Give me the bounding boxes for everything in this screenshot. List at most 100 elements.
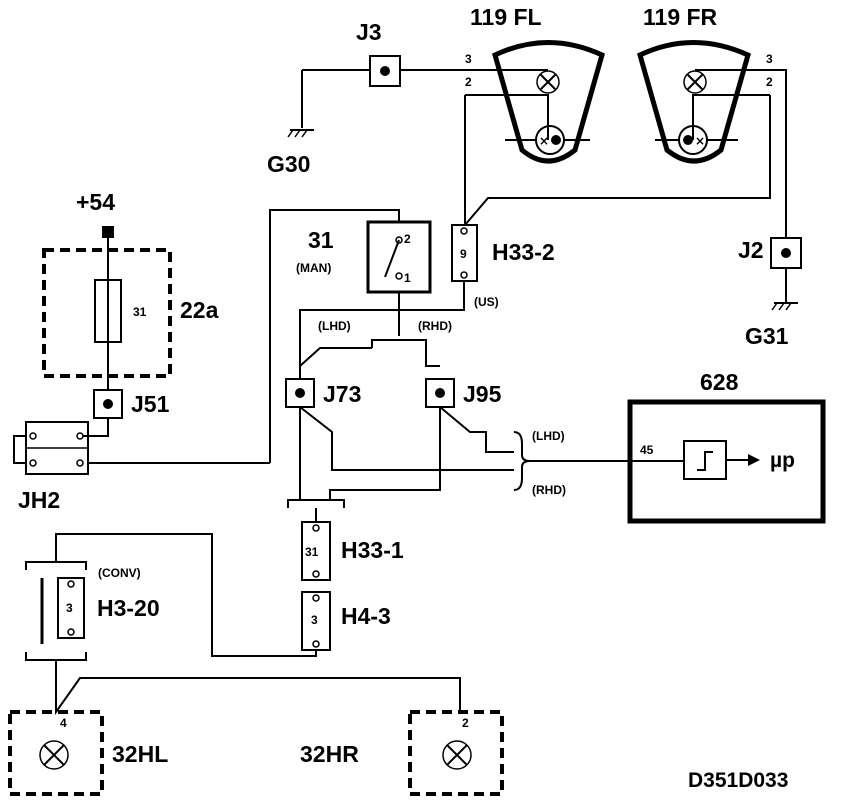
- fuse-box-label: 22a: [180, 297, 219, 323]
- h4-3-pin-top: [312, 594, 320, 602]
- conv-bracket-bottom: [25, 652, 87, 661]
- h33-2-pin-top: [460, 227, 468, 235]
- fl-pin-2: 2: [465, 75, 472, 89]
- lamp-fr-housing: [637, 40, 751, 164]
- j51-label: J51: [131, 391, 170, 417]
- lamp-fr-title: 119 FR: [643, 4, 718, 30]
- wire-j95-ecu: [439, 406, 514, 453]
- h33-2-pin-bottom: [460, 271, 468, 279]
- split-bracket: [371, 339, 427, 348]
- h4-3-pin-label: 3: [311, 613, 318, 627]
- schmitt-trigger-icon: [697, 451, 713, 471]
- us-label: (US): [474, 295, 499, 309]
- switch-31-label: 31: [308, 227, 334, 253]
- h3-20-label: H3-20: [97, 595, 160, 621]
- fuse-box-22a: [42, 248, 172, 378]
- jh2-pin-d: [76, 459, 84, 467]
- wire-fl-pin2: [465, 94, 549, 140]
- h33-1-pin-top: [312, 524, 320, 532]
- switch-man-label: (MAN): [296, 261, 331, 275]
- j2-label: J2: [738, 237, 764, 263]
- h33-2-pin-label: 9: [460, 247, 467, 261]
- conv-bracket-top: [25, 561, 87, 570]
- ecu-label: 628: [700, 369, 739, 395]
- lamp-fl-housing: [492, 40, 605, 164]
- h3-20-pin-label: 3: [66, 601, 73, 615]
- switch-pin1-label: 1: [404, 271, 411, 285]
- fr-pin-2: 2: [766, 75, 773, 89]
- j2-dot: [781, 248, 791, 258]
- switch-lever: [384, 239, 400, 278]
- diagram-id: D351D033: [688, 769, 788, 792]
- jh2-pin-b: [76, 432, 84, 440]
- fuse-31: [94, 279, 122, 343]
- j3-label: J3: [356, 19, 382, 45]
- lamp-hl-bulb-icon: [39, 740, 69, 770]
- jh2-label: JH2: [18, 487, 60, 513]
- lamp-fr-bulb-icon: [683, 70, 707, 94]
- h3-20-pin-bottom: [67, 628, 75, 636]
- h33-1-pin-bottom: [312, 570, 320, 578]
- hl-label: 32HL: [112, 741, 168, 767]
- arrow-icon: [748, 454, 760, 466]
- wire-j73-ecu: [299, 406, 514, 471]
- jh2-loop: [13, 435, 26, 464]
- fr-pin-3: 3: [766, 52, 773, 66]
- lamp-hr-bulb-icon: [442, 740, 472, 770]
- wire-switch-jh2: [269, 209, 400, 463]
- lamp-fl-dual-bulb-icon: ×: [535, 125, 565, 155]
- wire-h33-2-j73: [299, 281, 465, 380]
- j3-dot: [380, 66, 390, 76]
- wire-h4-3-h3-20: [55, 533, 317, 657]
- lamp-fl-bulb-icon: [536, 70, 560, 94]
- hr-pin-label: 2: [462, 716, 469, 730]
- plus54-terminal: [102, 226, 114, 238]
- plus54-label: +54: [76, 189, 115, 215]
- h3-20-pin-top: [67, 580, 75, 588]
- wire-split-rhd: [425, 348, 440, 367]
- svg-text:×: ×: [539, 134, 549, 148]
- switch-pin2-label: 2: [404, 232, 411, 246]
- jh2-pin-a: [29, 432, 37, 440]
- g30-label: G30: [267, 151, 310, 177]
- lamp-hr-box: [408, 710, 504, 796]
- conv-label: (CONV): [98, 566, 141, 580]
- j51-dot: [103, 399, 113, 409]
- bracket-h33-1: [287, 499, 345, 508]
- h33-1-connector: [301, 521, 331, 581]
- lamp-fl-title: 119 FL: [470, 4, 542, 30]
- svg-text:×: ×: [695, 134, 705, 148]
- wire-hl-hr: [55, 660, 461, 716]
- lhd-rhd-brace: [513, 431, 531, 491]
- wire-fr-h33-2: [464, 95, 771, 226]
- h4-3-label: H4-3: [341, 603, 391, 629]
- lhd-top-label: (LHD): [318, 319, 351, 333]
- wire-fr-pin2: [692, 94, 770, 140]
- h4-3-pin-bottom: [312, 640, 320, 648]
- fuse-31-label: 31: [133, 305, 147, 319]
- wire-j51-jh2: [80, 418, 109, 437]
- ecu-pin-label: 45: [640, 443, 654, 457]
- switch-31-box: [366, 220, 432, 294]
- g31-label: G31: [745, 323, 789, 349]
- rhd-right-label: (RHD): [532, 483, 566, 497]
- wire-j95-down: [329, 407, 441, 500]
- switch-pin1: [395, 272, 403, 280]
- wire-split-lhd: [299, 347, 372, 367]
- g30-ground-icon: [287, 129, 314, 138]
- wire-fr-j2: [695, 69, 787, 238]
- h33-2-label: H33-2: [492, 239, 555, 265]
- hr-label: 32HR: [300, 741, 359, 767]
- j95-dot: [435, 388, 445, 398]
- j95-label: J95: [463, 381, 502, 407]
- j73-label: J73: [323, 381, 361, 407]
- microprocessor-label: µp: [770, 449, 795, 472]
- rhd-top-label: (RHD): [418, 319, 452, 333]
- j73-dot: [295, 388, 305, 398]
- h3-20-connector: [57, 577, 85, 639]
- h33-1-label: H33-1: [341, 537, 404, 563]
- jh2-pin-c: [29, 459, 37, 467]
- lhd-right-label: (LHD): [532, 429, 565, 443]
